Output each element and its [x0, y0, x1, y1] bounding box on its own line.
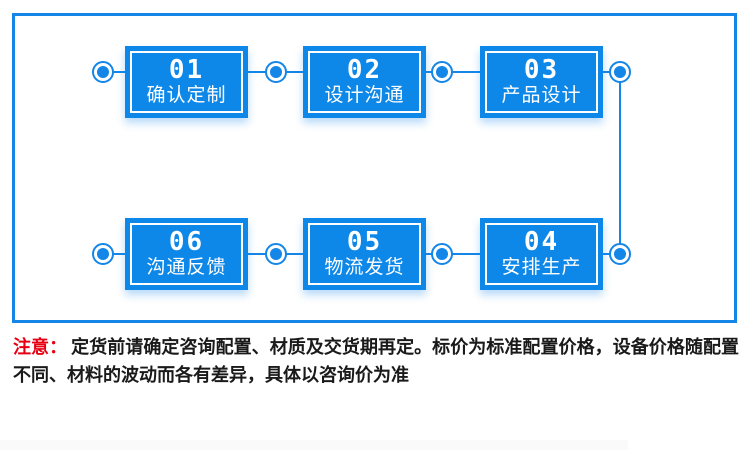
connector-node — [92, 61, 114, 83]
node-dot — [614, 248, 626, 260]
node-dot — [97, 248, 109, 260]
connector-node — [609, 243, 631, 265]
node-dot — [270, 66, 282, 78]
step-label: 物流发货 — [324, 257, 405, 278]
step-number: 01 — [168, 55, 205, 85]
notice-body: 定货前请确定咨询配置、材质及交货期再定。标价为标准配置价格，设备价格随配置不同、… — [13, 337, 739, 385]
connector-node — [265, 61, 287, 83]
connector-node — [431, 61, 453, 83]
node-dot — [97, 66, 109, 78]
step-box-inner: 05 物流发货 — [308, 223, 421, 285]
node-dot — [270, 248, 282, 260]
step-box-inner: 01 确认定制 — [130, 51, 243, 113]
connector-node — [431, 243, 453, 265]
step-box-inner: 06 沟通反馈 — [130, 223, 243, 285]
step-box-inner: 04 安排生产 — [485, 223, 598, 285]
step-label: 确认定制 — [146, 85, 227, 106]
step-label: 安排生产 — [501, 257, 582, 278]
step-box-communication-feedback: 06 沟通反馈 — [125, 218, 248, 290]
step-label: 设计沟通 — [324, 85, 405, 106]
connector-node — [609, 61, 631, 83]
notice-text: 注意：定货前请确定咨询配置、材质及交货期再定。标价为标准配置价格，设备价格随配置… — [13, 333, 739, 389]
connector-node — [92, 243, 114, 265]
node-dot — [436, 248, 448, 260]
step-box-inner: 02 设计沟通 — [308, 51, 421, 113]
step-number: 03 — [523, 55, 560, 85]
step-number: 06 — [168, 227, 205, 257]
step-box-arrange-production: 04 安排生产 — [480, 218, 603, 290]
step-box-logistics-shipping: 05 物流发货 — [303, 218, 426, 290]
step-label: 沟通反馈 — [146, 257, 227, 278]
connector-line-vertical — [619, 72, 621, 254]
step-box-inner: 03 产品设计 — [485, 51, 598, 113]
step-box-confirm-customization: 01 确认定制 — [125, 46, 248, 118]
connector-node — [265, 243, 287, 265]
step-number: 02 — [346, 55, 383, 85]
step-label: 产品设计 — [501, 85, 582, 106]
step-box-design-communication: 02 设计沟通 — [303, 46, 426, 118]
flow-diagram-panel: 01 确认定制 02 设计沟通 03 产品设计 06 沟通反馈 05 — [12, 13, 737, 323]
step-number: 04 — [523, 227, 560, 257]
step-number: 05 — [346, 227, 383, 257]
footer-divider-band — [0, 440, 628, 450]
node-dot — [614, 66, 626, 78]
step-box-product-design: 03 产品设计 — [480, 46, 603, 118]
node-dot — [436, 66, 448, 78]
notice-prefix: 注意： — [13, 337, 68, 357]
